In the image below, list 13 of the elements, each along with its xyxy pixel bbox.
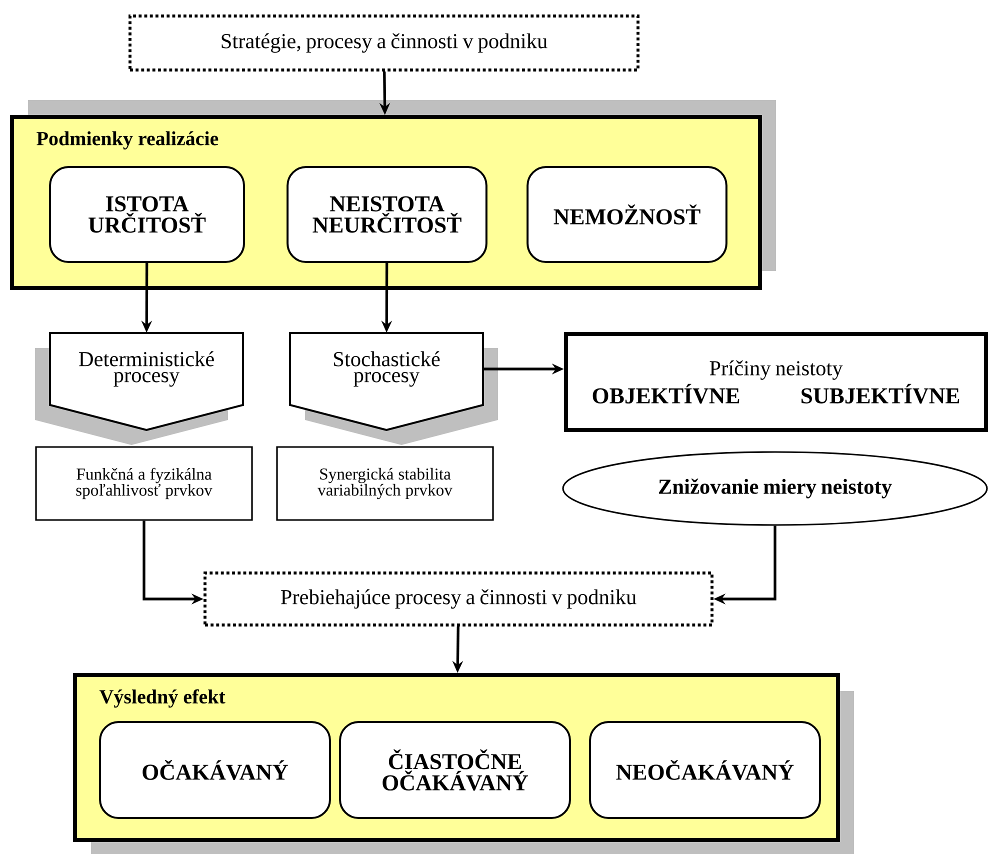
process-pentagon: Deterministické procesy <box>49 332 244 432</box>
condition-box: ISTOTA URČITOSŤ <box>49 166 245 263</box>
condition-box: NEMOŽNOSŤ <box>526 166 728 263</box>
condition-box: ČIASTOČNE OČAKÁVANÝ <box>339 721 571 819</box>
property-box: Funkčná a fyzikálna spoľahlivosť prvkov <box>35 446 253 521</box>
condition-box: OČAKÁVANÝ <box>99 721 331 819</box>
process-box: Prebiehajúce procesy a činnosti v podniku <box>204 572 714 626</box>
cause-box: Príčiny neistoty OBJEKTÍVNE SUBJEKTÍVNE <box>564 332 988 432</box>
process-pentagon: Stochastické procesy <box>289 332 484 432</box>
process-box: Stratégie, procesy a činnosti v podniku <box>128 14 640 72</box>
property-box: Synergická stabilita variabilných prvkov <box>276 446 494 521</box>
condition-box: NEISTOTA NEURČITOSŤ <box>286 166 488 263</box>
condition-box: NEOČAKÁVANÝ <box>589 721 821 819</box>
